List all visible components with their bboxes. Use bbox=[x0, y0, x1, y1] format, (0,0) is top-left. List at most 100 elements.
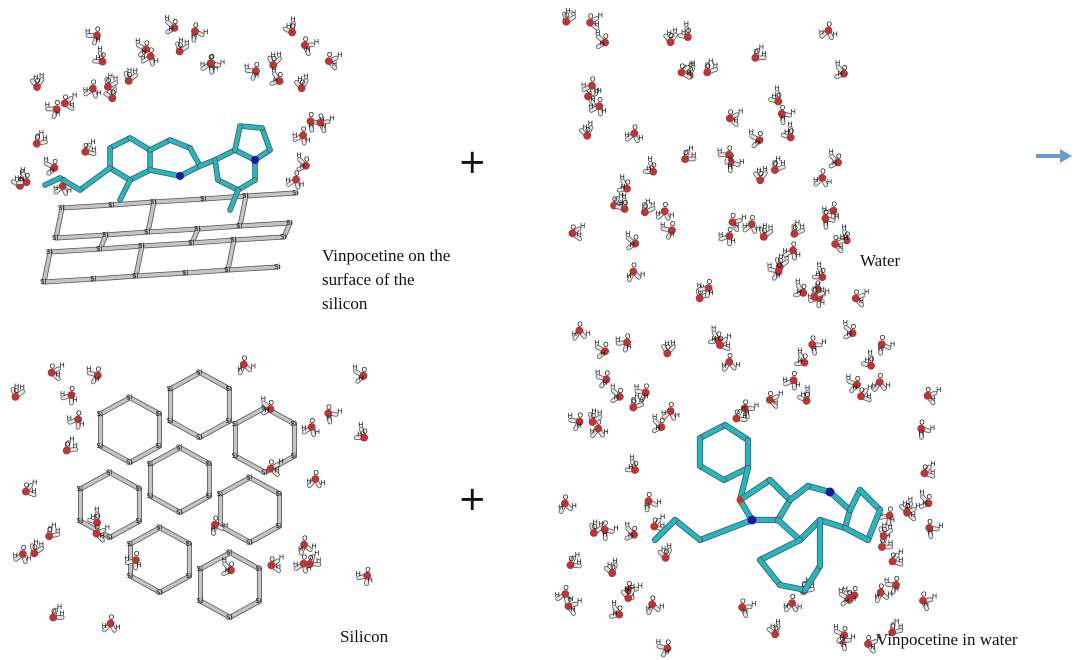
silicon-label: Si bbox=[102, 231, 108, 239]
hydrogen-label: H bbox=[107, 87, 112, 95]
water-molecule: HOH bbox=[191, 21, 208, 43]
oxygen-label: O bbox=[879, 582, 885, 590]
oxygen-label: O bbox=[91, 79, 97, 87]
hydrogen-label: H bbox=[805, 384, 810, 392]
water-molecule: HOH bbox=[753, 165, 768, 185]
oxygen-atom bbox=[851, 294, 860, 303]
oxygen-label: O bbox=[905, 502, 911, 510]
hydrogen-label: H bbox=[85, 27, 90, 35]
hydrogen-label: H bbox=[169, 25, 174, 33]
hydrogen-label: H bbox=[822, 205, 827, 213]
hydrogen-label: H bbox=[762, 222, 767, 230]
hydrogen-label: H bbox=[645, 197, 650, 205]
oxygen-label: O bbox=[592, 523, 598, 531]
hydrogen-label: H bbox=[780, 115, 785, 123]
oxygen-label: O bbox=[820, 267, 826, 275]
hydrogen-label: H bbox=[742, 222, 747, 230]
si-si-bond-fill bbox=[48, 247, 102, 254]
oxygen-label: O bbox=[768, 390, 774, 398]
silicon-label: Si bbox=[196, 369, 202, 377]
hydrogen-label: H bbox=[39, 72, 44, 80]
si-si-bond-fill bbox=[128, 574, 162, 594]
water-molecule: HOH bbox=[298, 535, 317, 556]
hydrogen-label: H bbox=[79, 420, 84, 428]
oxygen-atom bbox=[641, 388, 650, 397]
cc-bond-fill bbox=[236, 178, 257, 192]
oxygen-atom bbox=[575, 326, 584, 335]
nitrogen-atom bbox=[176, 172, 184, 180]
cc-bond-fill bbox=[108, 136, 132, 150]
hydrogen-label: H bbox=[69, 100, 74, 108]
hydrogen-label: H bbox=[91, 146, 96, 154]
hydrogen-label: H bbox=[315, 428, 320, 436]
oxygen-atom bbox=[668, 226, 676, 235]
oxygen-label: O bbox=[659, 417, 665, 425]
silicon-label: Si bbox=[197, 597, 203, 605]
hydrogen-label: H bbox=[938, 522, 943, 530]
water-molecule: HOH bbox=[572, 321, 591, 341]
hydrogen-label: H bbox=[303, 73, 308, 81]
hydrogen-label: H bbox=[96, 54, 101, 62]
water-molecule: HOH bbox=[626, 262, 645, 283]
hydrogen-label: H bbox=[833, 31, 838, 39]
hydrogen-label: H bbox=[626, 272, 631, 280]
hydrogen-label: H bbox=[327, 414, 332, 422]
hydrogen-label: H bbox=[593, 518, 598, 526]
oxygen-label: O bbox=[812, 287, 818, 295]
water-molecule: HOH bbox=[770, 155, 786, 174]
oxygen-atom bbox=[695, 294, 704, 303]
hydrogen-label: H bbox=[838, 70, 843, 78]
oxygen-atom bbox=[620, 205, 629, 213]
water-molecule: HOH bbox=[282, 16, 296, 37]
oxygen-atom bbox=[824, 26, 833, 35]
hydrogen-label: H bbox=[812, 345, 817, 353]
hydrogen-label: H bbox=[95, 36, 100, 44]
hydrogen-label: H bbox=[165, 14, 170, 22]
hydrogen-label: H bbox=[39, 540, 44, 548]
hydrogen-label: H bbox=[279, 458, 284, 466]
silicon-label: Si bbox=[156, 524, 162, 532]
water-molecule: HOH bbox=[210, 515, 228, 536]
oxygen-label: O bbox=[633, 234, 639, 242]
hydrogen-label: H bbox=[660, 221, 665, 229]
oxygen-label: O bbox=[172, 18, 178, 26]
hydrogen-label: H bbox=[634, 392, 639, 400]
hydrogen-label: H bbox=[316, 556, 321, 564]
hydrogen-label: H bbox=[796, 251, 801, 259]
oxygen-atom bbox=[786, 133, 795, 142]
oxygen-label: O bbox=[568, 555, 574, 563]
hydrogen-label: H bbox=[898, 622, 903, 630]
hydrogen-label: H bbox=[847, 330, 852, 338]
oxygen-label: O bbox=[663, 201, 669, 209]
water-molecule: HOH bbox=[609, 599, 623, 619]
silicon-label: Si bbox=[246, 474, 252, 482]
oxygen-label: O bbox=[728, 108, 734, 116]
oxygen-atom bbox=[601, 347, 610, 356]
oxygen-atom bbox=[663, 349, 672, 358]
water-molecule: HOH bbox=[29, 72, 45, 91]
oxygen-label: O bbox=[25, 172, 31, 180]
hydrogen-label: H bbox=[286, 22, 291, 30]
hydrogen-label: H bbox=[795, 219, 800, 227]
oxygen-label: O bbox=[926, 493, 932, 501]
water-molecule: HOH bbox=[790, 219, 805, 238]
oxygen-label: O bbox=[269, 459, 275, 467]
water-molecule: HOH bbox=[782, 370, 801, 391]
oxygen-label: O bbox=[50, 363, 56, 371]
silicon-label: Si bbox=[90, 275, 96, 283]
panel-silicon: SiSiSiSiSiSiSiSiSiSiSiSiSiSiSiSiSiSiSiSi… bbox=[10, 354, 373, 633]
cc-bond-fill bbox=[721, 465, 751, 483]
oxygen-label: O bbox=[734, 408, 740, 416]
oxygen-label: O bbox=[564, 12, 570, 20]
hydrogen-label: H bbox=[841, 224, 846, 232]
hydrogen-label: H bbox=[603, 379, 608, 387]
water-molecule: HOH bbox=[353, 421, 368, 442]
oxygen-label: O bbox=[24, 482, 30, 490]
